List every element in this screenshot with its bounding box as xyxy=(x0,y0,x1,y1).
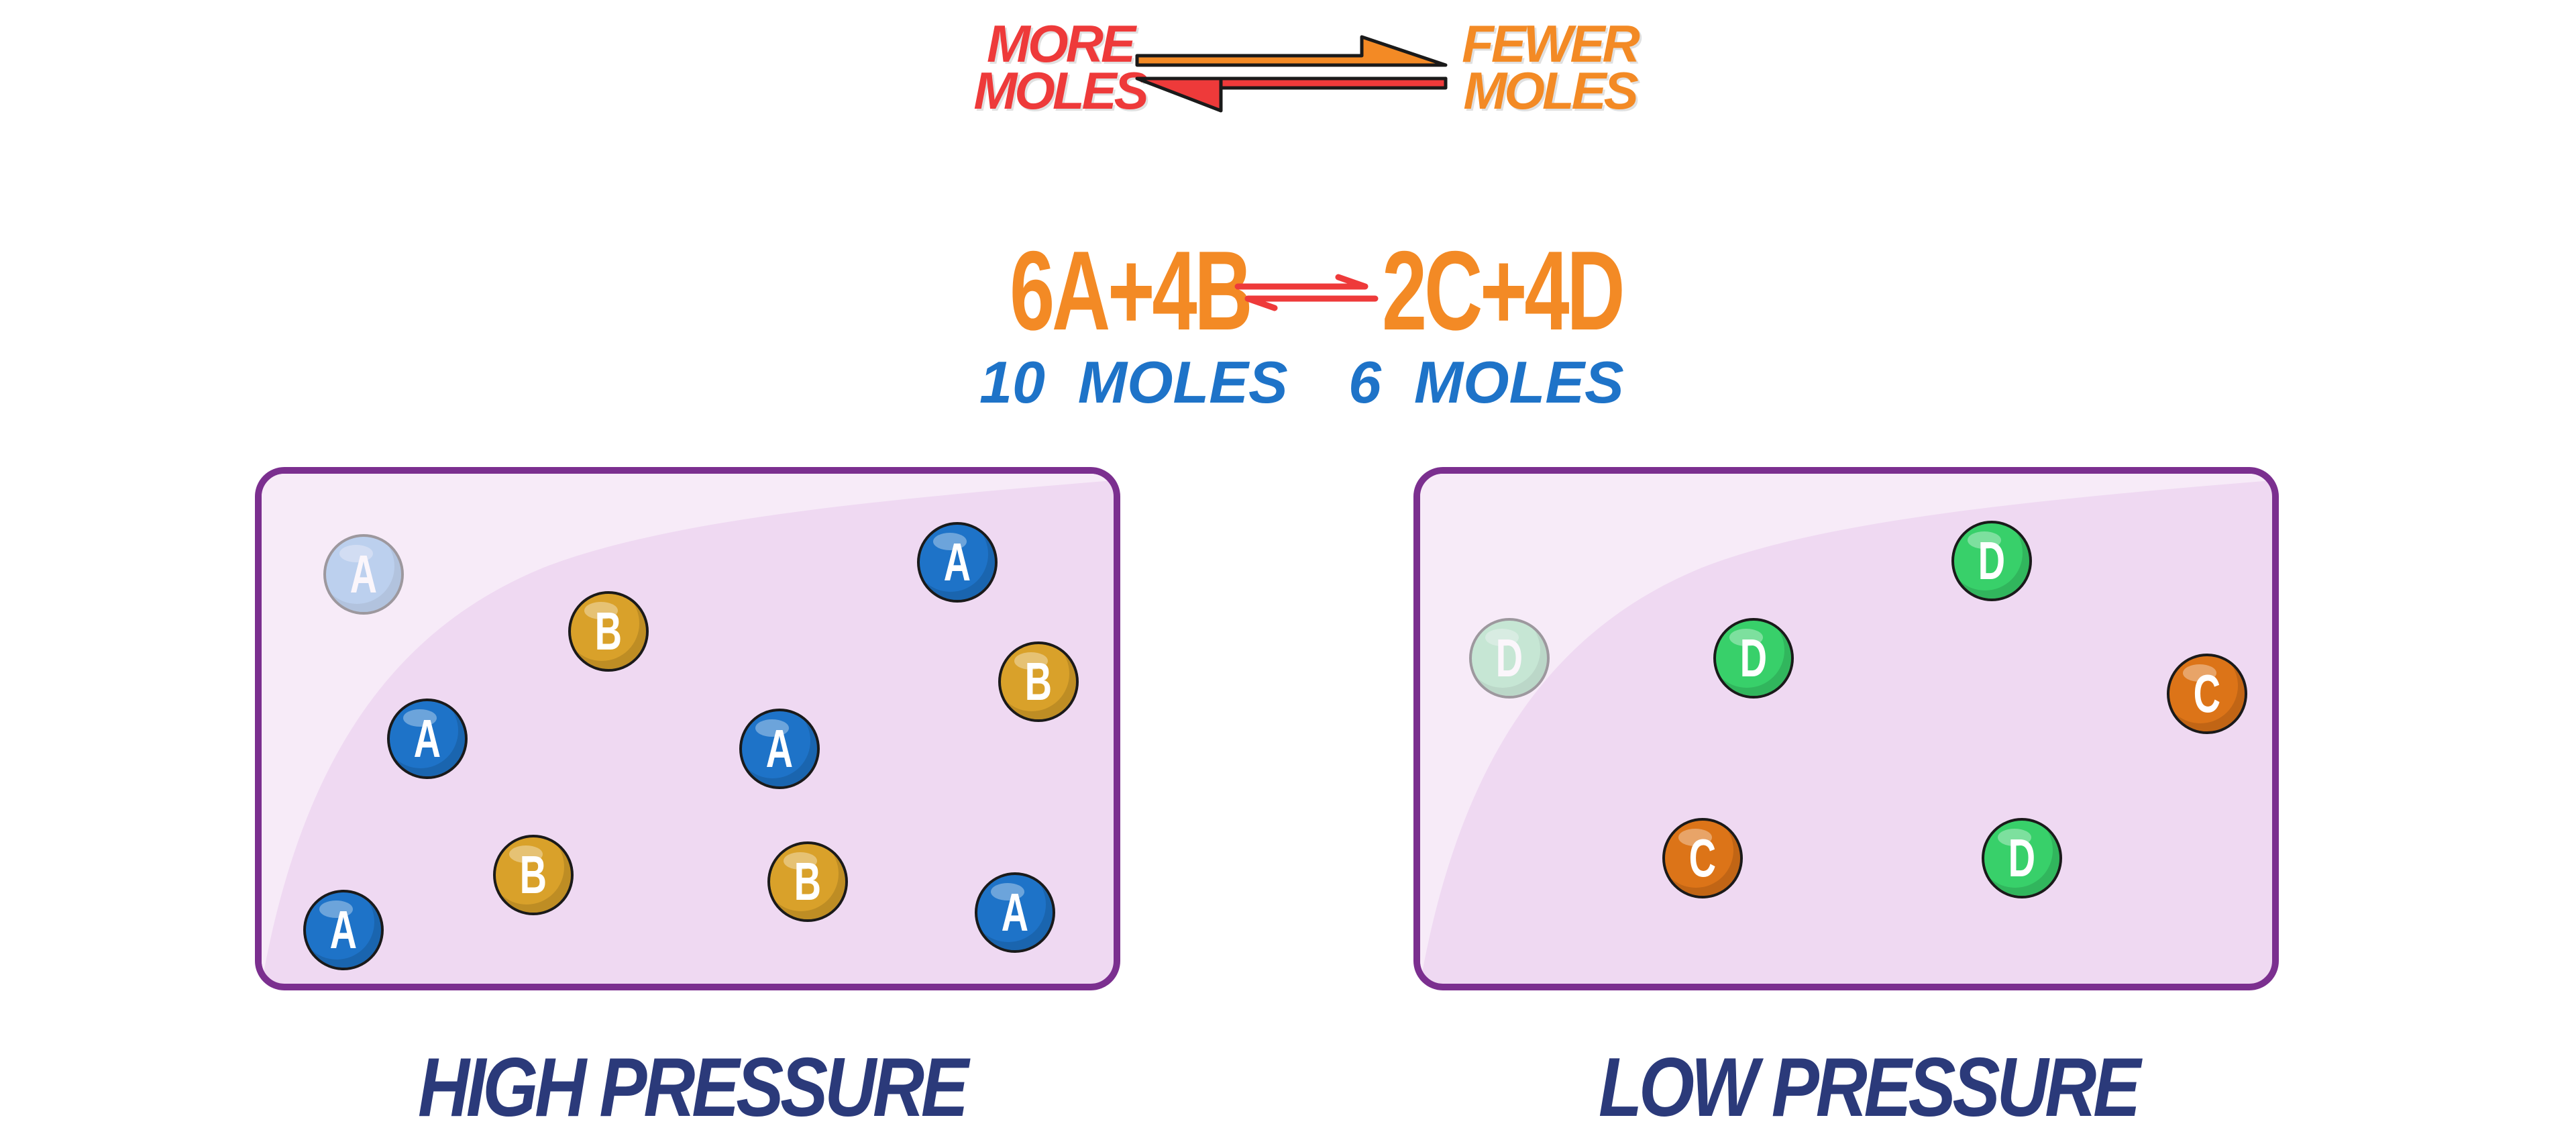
product-moles-count: 6 MOLES xyxy=(1348,349,1624,415)
particle-b: B xyxy=(493,835,574,915)
forward-arrow-icon xyxy=(1135,35,1448,67)
more-moles-line1: MORE xyxy=(987,14,1136,73)
particle-d: D xyxy=(1469,618,1550,699)
equation-reactants: 6A+4B xyxy=(1010,227,1253,354)
particle-a: A xyxy=(975,872,1055,953)
high-pressure-label: HIGH PRESSURE xyxy=(418,1041,969,1134)
low-pressure-label: LOW PRESSURE xyxy=(1599,1041,2141,1134)
equation-products: 2C+4D xyxy=(1382,227,1625,354)
particle-a: A xyxy=(739,709,820,789)
particle-d: D xyxy=(1713,618,1794,699)
fewer-moles-label: FEWER MOLES xyxy=(1449,14,1650,120)
equilibrium-header-arrows-icon xyxy=(1135,35,1448,113)
fewer-moles-line2: MOLES xyxy=(1463,61,1638,120)
particle-d: D xyxy=(1951,521,2032,601)
equilibrium-arrows-icon xyxy=(1234,274,1379,311)
particle-d: D xyxy=(1982,818,2062,898)
container-sheen-icon xyxy=(1420,474,2272,984)
particle-b: B xyxy=(767,841,848,922)
high-pressure-container: A B A A B B A B A A xyxy=(255,467,1120,990)
fewer-moles-line1: FEWER xyxy=(1462,14,1640,73)
more-moles-line2: MOLES xyxy=(973,61,1148,120)
particle-b: B xyxy=(568,591,649,672)
particle-a: A xyxy=(303,890,384,970)
particle-a: A xyxy=(387,699,468,779)
reactant-moles-count: 10 MOLES xyxy=(979,349,1288,415)
particle-a: A xyxy=(323,534,404,615)
low-pressure-container: D D D C C D xyxy=(1413,467,2279,990)
particle-c: C xyxy=(1662,818,1743,898)
particle-b: B xyxy=(998,641,1079,722)
particle-c: C xyxy=(2167,654,2247,734)
particle-a: A xyxy=(917,522,998,603)
more-moles-label: MORE MOLES xyxy=(966,14,1154,120)
